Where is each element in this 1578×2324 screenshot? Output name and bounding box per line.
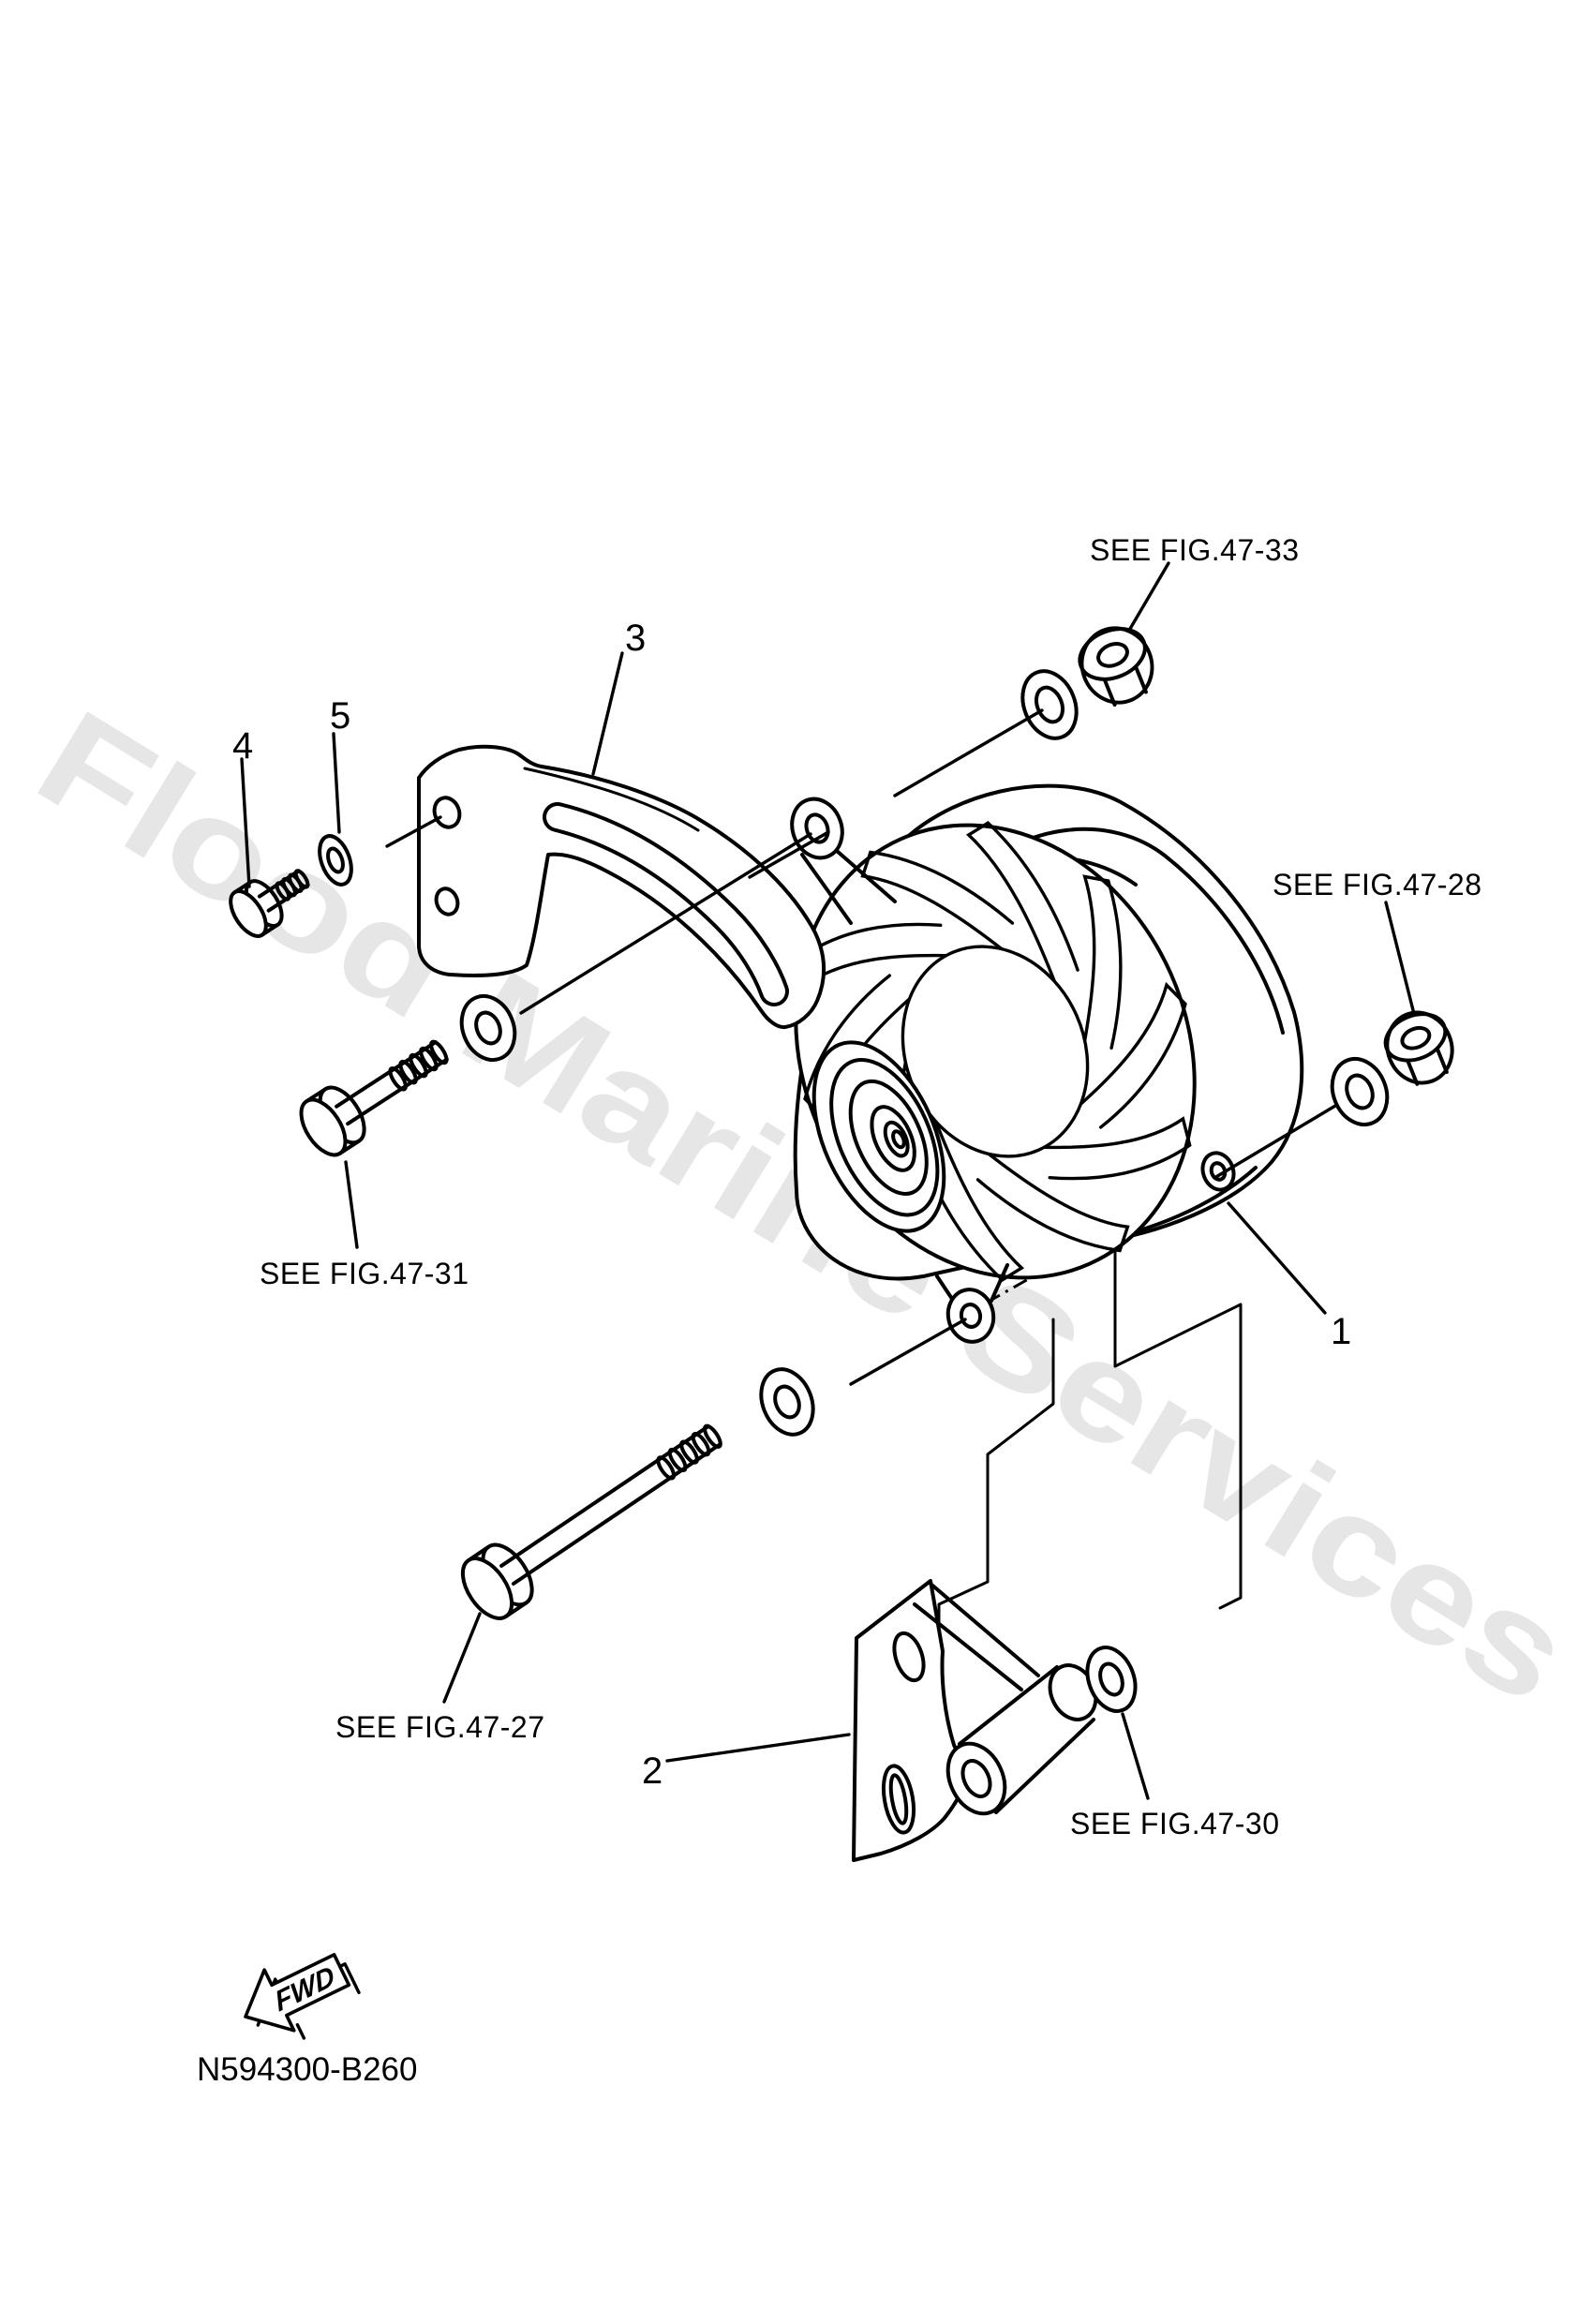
bolt-fig27 [460, 1423, 722, 1620]
callout-fig30: SEE FIG.47-30 [1070, 1807, 1279, 1840]
adjust-bracket-part3 [417, 744, 826, 1030]
mount-bracket-part2 [852, 1579, 1098, 1862]
leader-lines [240, 561, 1416, 1800]
washers [318, 669, 1390, 1713]
alternator-bottom-lug [935, 1263, 1009, 1344]
part-code: N594300-B260 [197, 2051, 417, 2088]
callout-fig31: SEE FIG.47-31 [260, 1257, 469, 1290]
nut-fig33 [1078, 626, 1154, 707]
fwd-arrow-icon: FWD [244, 1953, 361, 2040]
callout-fig33: SEE FIG.47-33 [1090, 533, 1299, 567]
washer-fig27 [759, 1367, 815, 1437]
part-number-1: 1 [1331, 1311, 1351, 1352]
washer-fig30 [1085, 1646, 1138, 1713]
part-number-2: 2 [642, 1750, 662, 1792]
nut-fig28 [1383, 1010, 1454, 1086]
callout-fig28: SEE FIG.47-28 [1273, 868, 1481, 901]
washer-part5 [318, 834, 353, 886]
washer-fig28 [1330, 1057, 1390, 1126]
part-number-4: 4 [232, 725, 253, 767]
part-number-3: 3 [625, 618, 646, 659]
callout-fig27: SEE FIG.47-27 [335, 1710, 544, 1744]
alternator-pulley [811, 1040, 946, 1233]
bolt-fig31 [299, 1039, 449, 1157]
alternator-top-ear [790, 797, 897, 925]
washer-fig33 [1020, 669, 1079, 740]
part-number-5: 5 [330, 695, 350, 737]
washer-fig31 [459, 994, 517, 1062]
